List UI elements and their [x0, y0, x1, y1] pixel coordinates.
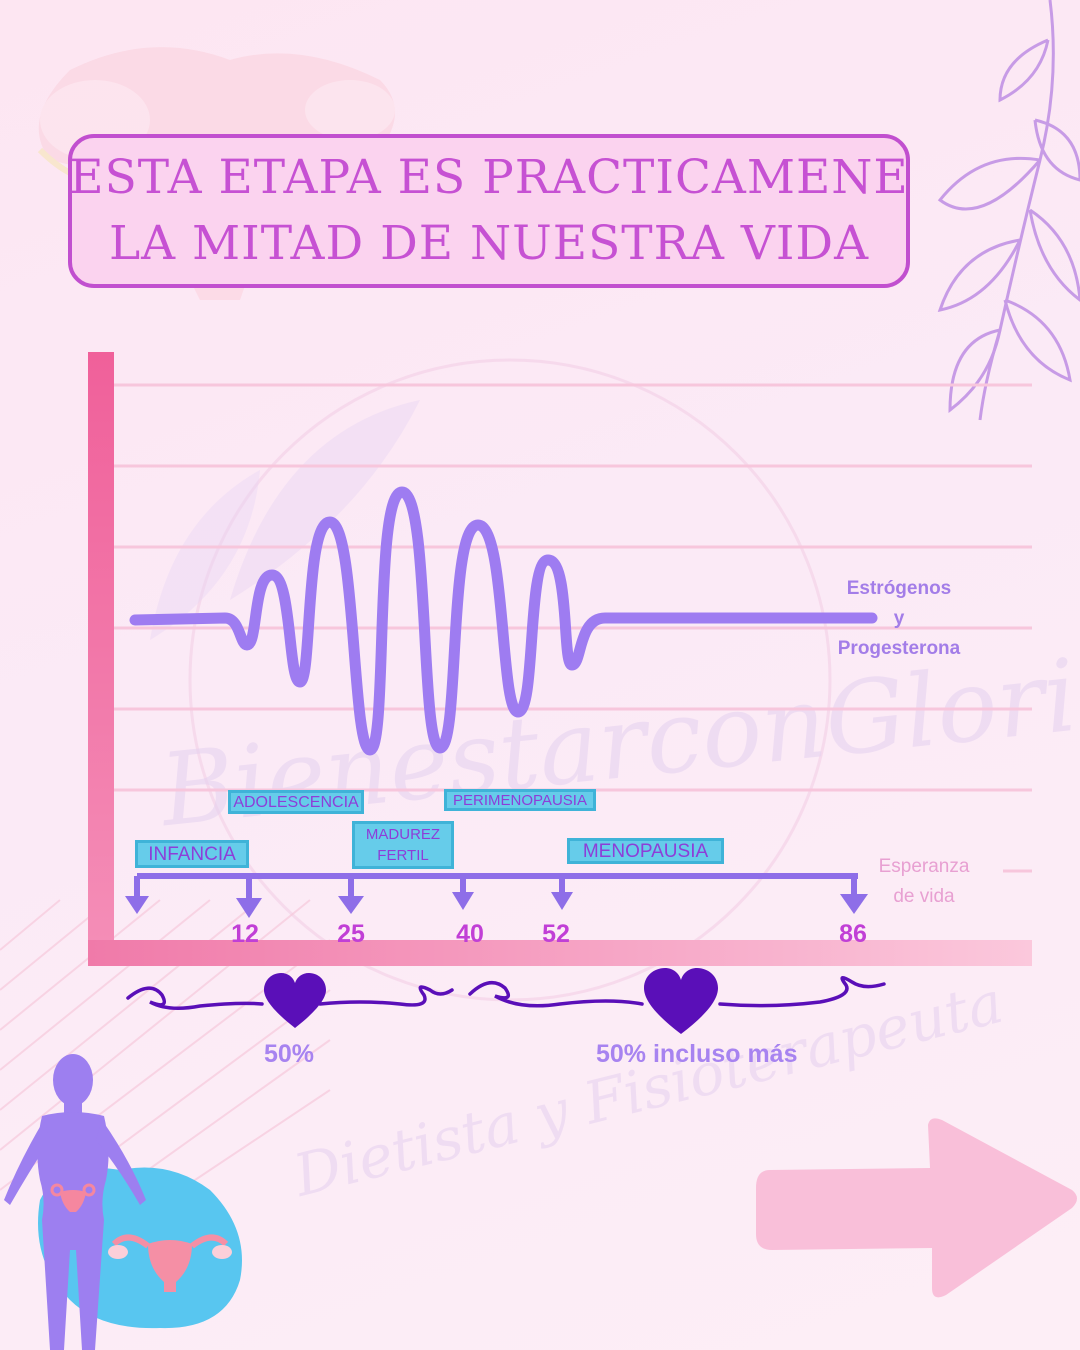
stage-madurez-line-1: MADUREZ [365, 826, 441, 843]
stage-perimenopausia: PERIMENOPAUSIA [444, 789, 596, 811]
hormone-label: Estrógenos y Progesterona [818, 574, 980, 664]
half-left-label: 50% [264, 1040, 315, 1068]
tick-25: 25 [337, 920, 365, 948]
tick-12: 12 [231, 920, 259, 948]
divider-left [126, 985, 454, 1010]
x-axis [88, 940, 1032, 966]
arrow-right-icon[interactable] [756, 1118, 1077, 1298]
divider-right [468, 975, 886, 1008]
tick-86: 86 [839, 920, 867, 948]
stage-madurez-fertil: MADUREZ FERTIL [352, 821, 454, 869]
hormone-label-line-3: Progesterona [837, 638, 961, 659]
tick-52: 52 [542, 920, 570, 948]
y-axis [88, 352, 114, 966]
title-line-2: LA MITAD DE NUESTRA VIDA [108, 216, 870, 271]
life-expectancy-line-2: de vida [893, 886, 955, 907]
heart-icon [264, 973, 326, 1028]
half-right-label: 50% incluso más [596, 1040, 798, 1068]
life-expectancy-label: Esperanza de vida [862, 852, 986, 912]
title-box: ESTA ETAPA ES PRACTICAMENE LA MITAD DE N… [68, 134, 910, 288]
woman-silhouette-icon [4, 1054, 146, 1350]
stage-infancia: INFANCIA [135, 840, 249, 868]
hormone-wave [129, 486, 878, 756]
leaf-icon [937, 0, 1080, 421]
uterus-icon [50, 1183, 232, 1292]
stage-madurez-line-2: FERTIL [377, 847, 429, 864]
stage-adolescencia: ADOLESCENCIA [228, 790, 364, 814]
timeline [125, 873, 868, 918]
hormone-label-line-1: Estrógenos [846, 578, 952, 599]
tick-40: 40 [456, 920, 484, 948]
life-expectancy-line-1: Esperanza [878, 856, 970, 877]
hormone-label-line-2: y [893, 608, 905, 629]
stage-menopausia: MENOPAUSIA [567, 838, 724, 864]
heart-icon [644, 968, 718, 1034]
title-line-1: ESTA ETAPA ES PRACTICAMENE [69, 150, 909, 205]
